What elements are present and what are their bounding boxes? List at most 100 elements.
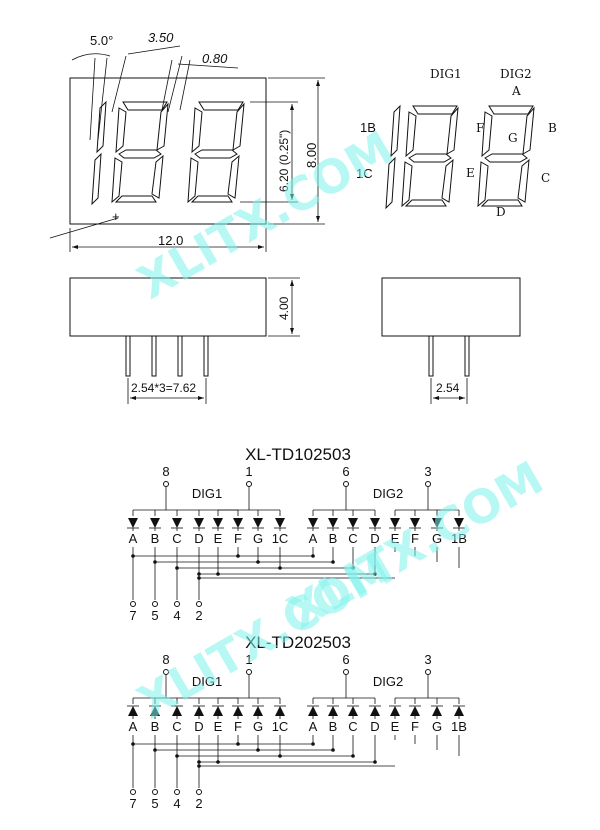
diode-icon <box>253 706 263 716</box>
dim-height: 8.00 <box>304 143 319 168</box>
diode-icon <box>454 518 464 528</box>
bottom-pin-label: 4 <box>173 608 180 623</box>
diode-icon <box>454 706 464 716</box>
common-pin-label: 8 <box>162 464 169 479</box>
dim-pin-pitch: 2.54 <box>436 381 460 395</box>
circuit-title: XL-TD102503 <box>245 445 351 464</box>
diode-icon <box>213 706 223 716</box>
bottom-pin-label: 7 <box>129 608 136 623</box>
diode-icon <box>213 518 223 528</box>
watermark-1: XLITX.COM <box>129 120 403 309</box>
dim-depth: 4.00 <box>277 296 291 320</box>
pin-terminal <box>152 601 158 607</box>
segment-label: F <box>411 719 419 734</box>
pin-terminal <box>425 669 431 675</box>
dim-digit-height: 6.20 (0.25") <box>277 130 291 192</box>
diode-icon <box>172 518 182 528</box>
segment-label: D <box>194 531 203 546</box>
label-seg-c: C <box>541 171 550 185</box>
front-digit-one <box>91 100 107 206</box>
segment-label: C <box>348 719 357 734</box>
pin-terminal <box>163 669 169 675</box>
label-dig1: DIG1 <box>430 67 462 81</box>
diode-icon <box>390 706 400 716</box>
segment-label: C <box>172 719 181 734</box>
diode-icon <box>172 706 182 716</box>
common-pin-label: 8 <box>162 652 169 667</box>
segment-label: E <box>214 531 223 546</box>
label-seg-g: G <box>508 131 518 145</box>
segment-label: E <box>391 719 400 734</box>
front-view: 12.0 8.00 6.20 (0.25") 5.0° 3.50 0.80 + <box>49 30 325 252</box>
dim-angle: 5.0° <box>90 33 113 48</box>
map-digit-2 <box>477 105 535 208</box>
segment-label: F <box>234 531 242 546</box>
watermark-3: XLITX.COM <box>129 540 403 729</box>
junction <box>197 576 201 580</box>
label-seg-b: B <box>548 121 557 135</box>
bottom-pin-label: 5 <box>151 608 158 623</box>
diode-icon <box>410 518 420 528</box>
diode-icon <box>410 706 420 716</box>
segment-label: A <box>309 531 318 546</box>
pin-terminal <box>174 601 180 607</box>
label-dig2: DIG2 <box>373 486 403 501</box>
segment-label: C <box>348 531 357 546</box>
side-body <box>69 277 267 337</box>
diode-icon <box>233 706 243 716</box>
diode-icon <box>348 706 358 716</box>
bottom-pin-label: 2 <box>195 608 202 623</box>
label-dig2: DIG2 <box>373 674 403 689</box>
front-digit-1 <box>111 101 169 204</box>
diode-icon <box>233 518 243 528</box>
bottom-pin-label: 5 <box>151 796 158 811</box>
dim-width: 12.0 <box>158 233 183 248</box>
segment-label: E <box>391 531 400 546</box>
common-pin-label: 1 <box>245 652 252 667</box>
diode-icon <box>390 518 400 528</box>
segment-label: G <box>253 531 263 546</box>
diode-icon <box>432 518 442 528</box>
dim-pin-span: 2.54*3=7.62 <box>131 381 196 395</box>
diode-icon <box>370 706 380 716</box>
common-pin-label: 1 <box>245 464 252 479</box>
diode-icon <box>308 706 318 716</box>
segment-label: A <box>129 719 138 734</box>
label-seg-f: F <box>476 121 484 135</box>
diode-icon <box>275 706 285 716</box>
pin-terminal <box>152 789 158 795</box>
diode-icon <box>253 518 263 528</box>
dp-marker-icon: + <box>112 209 120 224</box>
pin-terminal <box>163 481 169 487</box>
pin-terminal <box>246 669 252 675</box>
segment-label: B <box>329 719 338 734</box>
bottom-pin-label: 2 <box>195 796 202 811</box>
label-dig2: DIG2 <box>500 67 532 81</box>
pin-terminal <box>425 481 431 487</box>
segment-label: G <box>432 719 442 734</box>
segment-label: A <box>129 531 138 546</box>
segment-label: 1B <box>451 531 467 546</box>
side-body-right <box>381 277 521 337</box>
segment-label: C <box>172 531 181 546</box>
label-dig1: DIG1 <box>192 674 222 689</box>
diode-icon <box>308 518 318 528</box>
side-view-front: 4.00 2.54*3=7.62 <box>69 277 300 404</box>
segment-label: 1C <box>272 531 289 546</box>
segment-label: 1B <box>451 719 467 734</box>
pin-terminal <box>343 481 349 487</box>
bottom-pin-label: 4 <box>173 796 180 811</box>
map-digit-1 <box>401 105 459 208</box>
pin-terminal <box>343 669 349 675</box>
segment-label: 1C <box>272 719 289 734</box>
pin-terminal <box>196 789 202 795</box>
common-pin-label: 6 <box>342 652 349 667</box>
diode-icon <box>128 706 138 716</box>
diode-icon <box>128 518 138 528</box>
segment-label: B <box>151 719 160 734</box>
label-1b: 1B <box>360 120 376 135</box>
front-digit-2 <box>187 101 245 204</box>
common-pin-label: 6 <box>342 464 349 479</box>
